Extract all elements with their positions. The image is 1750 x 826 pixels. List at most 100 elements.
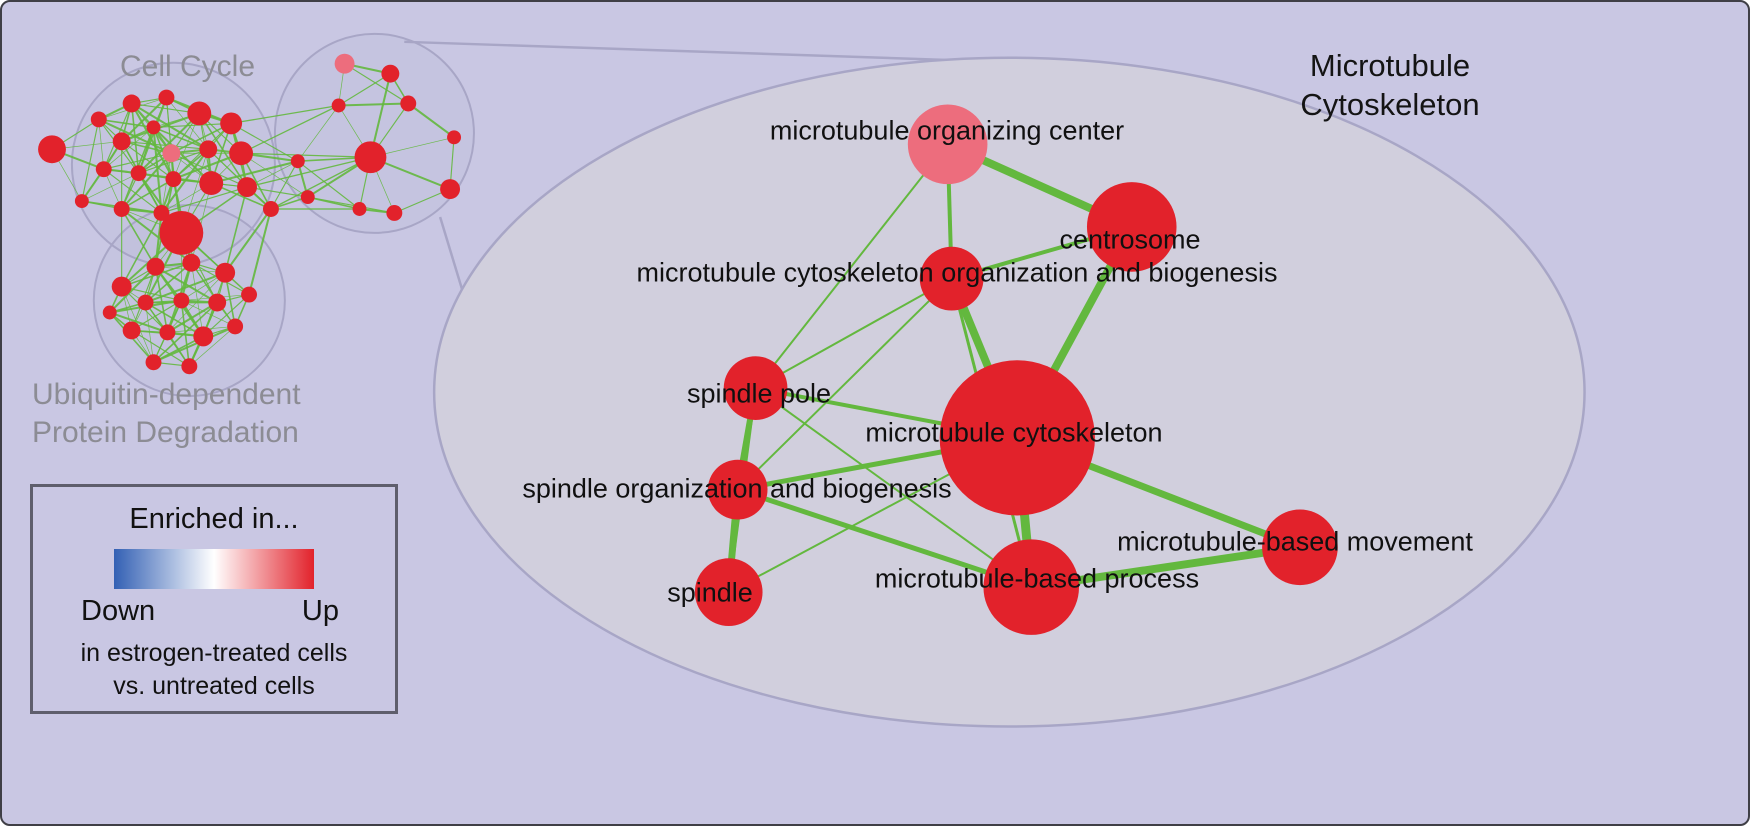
overview-node <box>102 305 117 320</box>
graph-node-sob <box>707 459 768 520</box>
overview-edge <box>131 300 182 331</box>
overview-edge <box>189 326 236 367</box>
graph-node-moc <box>907 104 988 185</box>
graph-node-mbp <box>983 539 1080 635</box>
overview-edge <box>153 325 236 364</box>
overview-node <box>146 120 161 135</box>
overview-node <box>165 171 182 188</box>
overview-edge <box>109 265 157 314</box>
overview-node <box>181 358 198 375</box>
overview-node <box>300 190 315 205</box>
overview-node <box>199 171 224 196</box>
overview-edge <box>166 301 218 334</box>
overview-edge <box>338 102 409 107</box>
overview-edge <box>190 262 204 337</box>
overview-node <box>220 112 243 135</box>
overview-node <box>440 179 461 200</box>
overview-edge <box>121 286 182 302</box>
overview-edge <box>98 119 105 170</box>
overview-edge <box>81 119 100 202</box>
detail-edge <box>754 387 1032 588</box>
overview-edge <box>181 300 236 327</box>
overview-node <box>137 294 154 311</box>
overview-node <box>215 262 236 283</box>
overview-edge <box>407 102 455 139</box>
overview-node <box>334 53 355 74</box>
overview-node <box>162 144 181 163</box>
overview-edge <box>145 262 192 304</box>
overview-edge <box>297 105 339 162</box>
overview-edge <box>103 152 172 170</box>
overview-node <box>122 321 141 340</box>
overview-edge <box>152 126 212 184</box>
overview-node <box>122 94 141 113</box>
overview-node <box>173 292 190 309</box>
overview-node <box>193 326 214 347</box>
detail-edge <box>755 277 953 389</box>
overview-edge <box>154 212 163 267</box>
overview-node <box>38 135 66 164</box>
overview-edge <box>103 127 154 170</box>
overview-node <box>262 201 279 217</box>
overview-node <box>354 141 387 174</box>
overview-node <box>208 293 227 312</box>
overview-edge <box>248 208 272 295</box>
overview-edge <box>210 160 299 185</box>
detail-edge <box>754 143 949 389</box>
overview-edge <box>344 63 409 104</box>
overview-node <box>112 132 131 151</box>
overview-edge <box>171 122 232 154</box>
overview-edge <box>145 301 204 338</box>
overview-edge <box>121 140 174 180</box>
overview-edge <box>153 122 232 128</box>
overview-edge <box>297 160 360 210</box>
overview-node <box>90 111 107 128</box>
overview-node <box>113 201 130 217</box>
cluster-circle <box>273 32 475 234</box>
detail-edge <box>736 487 1033 590</box>
overview-edge <box>231 104 339 125</box>
overview-node <box>331 98 346 113</box>
overview-edge <box>240 152 308 198</box>
overview-edge <box>240 104 339 154</box>
graph-node-mtc <box>939 360 1095 516</box>
overview-edge <box>246 156 371 188</box>
overview-node <box>381 64 400 83</box>
overview-edge <box>154 266 169 333</box>
overview-edge <box>152 301 218 363</box>
overview-edge <box>241 152 371 158</box>
zoom-guide-line <box>404 40 1000 63</box>
overview-edge <box>153 126 209 151</box>
overview-edge <box>270 160 299 210</box>
overview-node <box>352 202 367 216</box>
overview-edge <box>109 311 168 334</box>
overview-node <box>187 101 212 126</box>
overview-node <box>400 95 417 112</box>
overview-edge <box>270 156 371 210</box>
overview-node <box>386 205 403 221</box>
overview-edge <box>173 152 242 181</box>
overview-edge <box>166 97 209 150</box>
overview-edge <box>121 178 174 210</box>
overview-edge <box>224 186 248 273</box>
graph-node-mbm <box>1262 509 1338 586</box>
overview-node <box>111 276 132 297</box>
overview-edge <box>394 188 451 214</box>
overview-node <box>182 253 201 272</box>
overview-node <box>74 194 89 208</box>
overview-node <box>130 165 147 182</box>
overview-edge <box>120 212 163 287</box>
overview-node <box>241 286 258 303</box>
overview-edge <box>202 294 250 337</box>
overview-node <box>227 318 244 335</box>
overview-edge <box>224 208 272 274</box>
overview-node <box>159 324 176 341</box>
graph-node-spindle_pole <box>723 356 788 420</box>
graph-node-centrosome <box>1086 182 1177 272</box>
overview-node <box>145 354 162 371</box>
overview-edge <box>120 208 157 268</box>
overview-node <box>447 130 462 145</box>
overview-node <box>95 161 112 178</box>
